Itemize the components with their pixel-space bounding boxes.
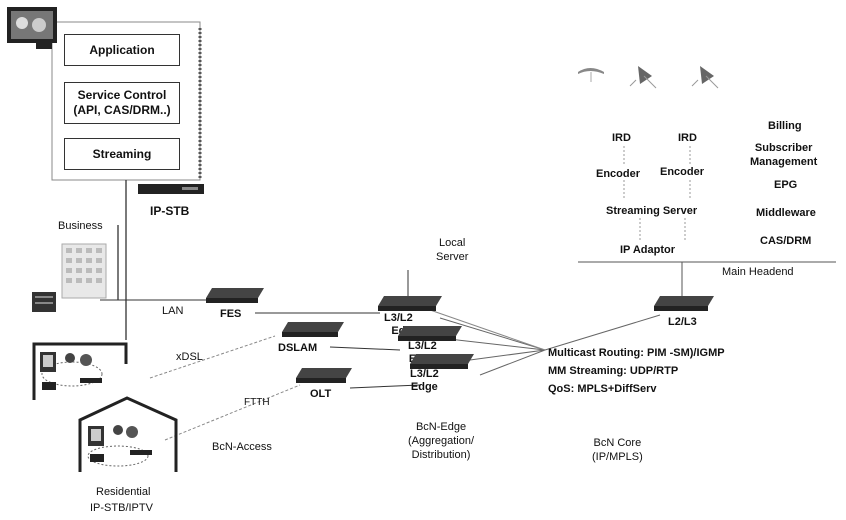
fes-label: FES [220,308,242,320]
epg-label: EPG [774,179,798,191]
bcn-edge-label-l1: BcN-Edge [415,421,467,433]
core-router-label: L2/L3 [668,316,697,328]
ip-stb-iptv-label: IP-STB/IPTV [90,502,153,514]
residential-house-icon [72,394,182,474]
bcn-edge-label: BcN-Edge (Aggregation/ Distribution) [408,420,474,462]
subscriber-management-label-l2: Management [750,156,818,168]
satellite-dish-icon [576,62,732,90]
encoder-1-label: Encoder [596,168,641,180]
edge-router-1-icon [378,296,442,312]
edge-router-2-icon [398,326,462,342]
subscriber-management-label-l1: Subscriber [754,142,813,154]
ftth-label: FTTH [244,397,270,408]
dslam-router-icon [282,322,344,338]
olt-label: OLT [310,388,332,400]
residential-label: Residential [96,486,151,498]
edge-router-1-label-l1: L3/L2 [384,312,413,324]
subscriber-management-label: Subscriber Management [750,141,817,169]
ftth-line [164,384,301,441]
ip-adaptor-label: IP Adaptor [620,244,676,256]
streaming-label: Streaming [92,146,152,161]
bcn-core-label: BcN Core (IP/MPLS) [592,436,643,464]
tv-icon [6,6,58,50]
edge-router-2-label-l1: L3/L2 [408,340,437,352]
dslam-label: DSLAM [278,342,318,354]
bcn-access-label: BcN-Access [212,441,272,453]
lan-label: LAN [162,305,184,317]
core-router-icon [654,296,714,312]
bcn-edge-label-l2: (Aggregation/ [408,435,475,447]
mm-streaming-label: MM Streaming: UDP/RTP [548,365,679,377]
business-rack-icon [32,292,56,312]
edge-router-3-label: L3/L2 Edge [410,368,439,394]
bcn-edge-label-l3: Distribution) [411,449,471,461]
core-fan-line [544,314,661,351]
home-network-loops [41,361,149,467]
house-icon [30,330,130,402]
ip-stb-label: IP-STB [150,204,190,218]
streaming-server-label: Streaming Server [606,205,698,217]
edge-router-3-label-l2: Edge [410,381,438,393]
bcn-core-label-l2: (IP/MPLS) [592,451,643,463]
local-server-label: Local Server [436,236,468,264]
service-control-box: Service Control (API, CAS/DRM..) [64,82,180,124]
local-server-label-l2: Server [436,251,469,263]
olt-edge-line [349,384,421,389]
olt-router-icon [296,368,352,384]
main-headend-label: Main Headend [722,266,794,278]
billing-label: Billing [768,120,802,132]
service-control-label: Service Control [77,88,167,102]
ird-2-label: IRD [678,132,697,144]
edge-core-line-4 [479,349,546,376]
bcn-core-label-l1: BcN Core [593,437,642,449]
qos-label: QoS: MPLS+DiffServ [548,383,657,395]
cas-drm-label: CAS/DRM [760,235,812,247]
xdsl-label: xDSL [176,351,203,363]
edge-router-3-label-l1: L3/L2 [410,368,439,380]
set-top-box-icon [138,182,204,196]
edge-core-line-3 [469,349,546,361]
ird-1-label: IRD [612,132,631,144]
streaming-box: Streaming [64,138,180,170]
application-label: Application [89,42,155,57]
encoder-2-label: Encoder [660,166,705,178]
local-server-label-l1: Local [439,237,466,249]
business-label: Business [58,220,103,232]
building-icon [54,238,114,300]
dslam-edge-line [329,346,401,351]
headend-flow-arrows [623,146,691,240]
application-box: Application [64,34,180,66]
middleware-label: Middleware [756,207,816,219]
service-control-sublabel: (API, CAS/DRM..) [73,103,171,117]
multicast-routing-label: Multicast Routing: PIM -SM)/IGMP [548,347,725,359]
router-icon [206,288,264,304]
edge-router-3-icon [410,354,474,370]
edge-core-line-1 [439,317,546,351]
edge-core-line-2 [439,337,546,351]
xdsl-line [149,335,276,379]
